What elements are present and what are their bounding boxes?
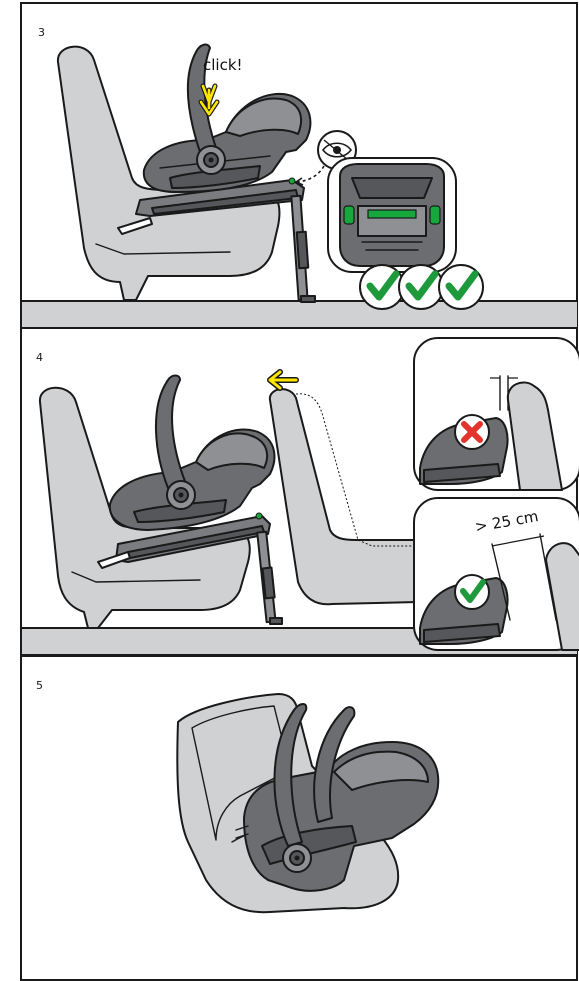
click-callout: click! xyxy=(203,56,243,74)
panel-step-4: 4 xyxy=(21,328,579,654)
indicator-inset xyxy=(328,158,456,272)
red-cross-icon xyxy=(455,415,489,449)
floor xyxy=(22,301,577,327)
green-check-icon xyxy=(399,265,443,309)
inset-correct-distance: > 25 cm xyxy=(414,498,579,650)
green-check-icon xyxy=(360,265,404,309)
step-number: 4 xyxy=(36,351,43,364)
green-check-icon xyxy=(455,575,489,609)
step-number: 5 xyxy=(36,679,43,692)
panel-step-3: 3 click! xyxy=(21,3,577,327)
step-number: 3 xyxy=(38,26,45,39)
panel-step-5: 5 xyxy=(21,656,577,980)
green-check-icon xyxy=(439,265,483,309)
inset-too-close xyxy=(414,338,579,490)
